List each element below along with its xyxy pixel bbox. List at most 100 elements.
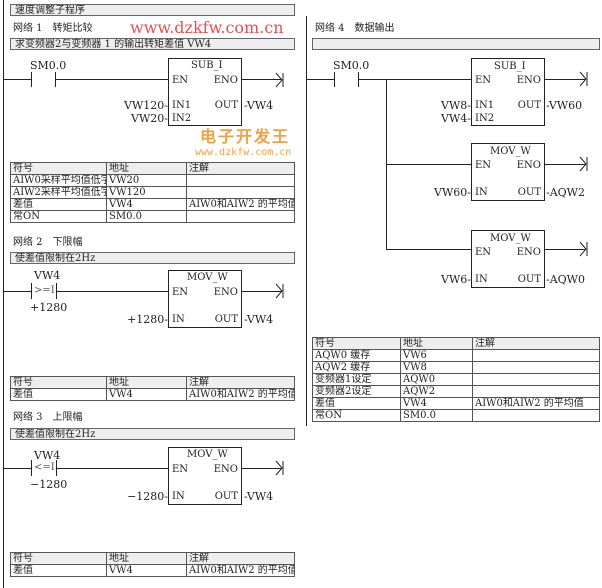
n3-compare-left [31, 460, 32, 476]
out-pin: OUT [214, 100, 238, 111]
col-symbol: 符号 [10, 162, 107, 175]
n2-compare-bottom: +1280 [30, 301, 68, 314]
en-pin: EN [172, 464, 189, 475]
network-3-title: 网络 3 上限幅 [13, 412, 83, 423]
eno-pin: ENO [213, 464, 238, 475]
in-pin: IN [172, 314, 185, 325]
eno-pin: ENO [213, 287, 238, 298]
network-2-comment: 使差值限制在2Hz [10, 252, 295, 264]
n1-coil-arrow-icon [275, 72, 284, 88]
n4-in-value-3: VW6- [441, 273, 471, 286]
n4-eno-line-3 [545, 249, 585, 250]
network-4-title: 网络 4 数据输出 [315, 23, 395, 34]
out-pin: OUT [214, 314, 238, 325]
n4-in1-value: VW8- [441, 99, 471, 112]
n4-sub-i-block[interactable]: SUB_I EN ENO IN1 OUT IN2 [471, 58, 545, 126]
right-power-rail [306, 16, 307, 426]
n4-out-value-2: -AQW2 [546, 186, 585, 199]
n1-out-value: -VW4 [244, 99, 274, 112]
n2-compare-left [31, 283, 32, 299]
n4-contact-left [334, 72, 335, 87]
col-symbol: 符号 [10, 552, 107, 565]
watermark-url-top: www.dzkfw.com.cn [130, 18, 284, 37]
n1-in2-value: VW20- [131, 112, 168, 125]
out-pin: OUT [517, 187, 541, 198]
in1-pin: IN1 [172, 100, 192, 111]
n2-in-value: +1280- [127, 313, 168, 326]
en-pin: EN [475, 247, 492, 258]
n3-out-value: -VW4 [244, 490, 274, 503]
col-comment: 注解 [186, 552, 295, 565]
n4-out-value-1: -VW60 [546, 99, 583, 112]
col-address: 地址 [106, 376, 187, 389]
eno-pin: ENO [516, 247, 541, 258]
n2-rung-line-2 [56, 291, 168, 292]
out-pin: OUT [517, 100, 541, 111]
n4-rung-line-2 [358, 79, 471, 80]
n2-compare-op: >=I [34, 285, 55, 296]
en-pin: EN [172, 75, 189, 86]
n3-compare-bottom: −1280 [30, 478, 68, 491]
n3-compare-op: <=I [34, 462, 55, 473]
n4-coil-arrow-icon-2 [579, 156, 588, 172]
out-pin: OUT [517, 274, 541, 285]
network-3-comment: 使差值限制在2Hz [10, 428, 295, 440]
col-comment: 注解 [186, 162, 295, 175]
n4-branch-2 [386, 164, 471, 165]
network-4-comment [312, 38, 600, 50]
block-name: MOV_W [187, 449, 228, 460]
in2-pin: IN2 [172, 113, 192, 124]
n4-in-value-2: VW60- [434, 186, 471, 199]
n4-mov-w-block-1[interactable]: MOV_W EN ENO IN OUT [471, 143, 545, 201]
block-name: SUB_I [191, 60, 223, 71]
block-name: SUB_I [494, 61, 526, 72]
watermark-logo: 电子开发王 [200, 127, 291, 146]
n1-sub-i-block[interactable]: SUB_I EN ENO IN1 OUT IN2 [168, 58, 242, 126]
network-1-comment: 求变频器2与变频器 1 的输出转矩差值 VW4 [10, 38, 295, 50]
col-comment: 注解 [186, 376, 295, 389]
col-address: 地址 [400, 337, 473, 350]
col-address: 地址 [106, 552, 187, 565]
en-pin: EN [475, 160, 492, 171]
program-title: 速度调整子程序 [10, 4, 295, 16]
n2-mov-w-block[interactable]: MOV_W EN ENO IN OUT [168, 270, 242, 328]
n4-mov-w-block-2[interactable]: MOV_W EN ENO IN OUT [471, 230, 545, 288]
out-pin: OUT [214, 491, 238, 502]
block-name: MOV_W [490, 233, 531, 244]
network-2-title: 网络 2 下限幅 [13, 237, 83, 248]
n4-eno-line-1 [545, 79, 585, 80]
n4-coil-arrow-icon-1 [579, 71, 588, 87]
n2-coil-arrow-icon [275, 283, 284, 299]
n4-in2-value: VW4- [441, 112, 471, 125]
n3-mov-w-block[interactable]: MOV_W EN ENO IN OUT [168, 447, 242, 505]
n1-contact-left [31, 72, 32, 87]
in-pin: IN [475, 187, 488, 198]
n2-compare-top: VW4 [34, 269, 61, 282]
n1-in1-value: VW120- [124, 99, 168, 112]
n4-rung-line [306, 79, 334, 80]
col-symbol: 符号 [10, 376, 107, 389]
col-comment: 注解 [472, 337, 600, 350]
col-address: 地址 [106, 162, 187, 175]
network-1-title: 网络 1 转矩比较 [13, 23, 93, 34]
in1-pin: IN1 [475, 100, 495, 111]
n2-rung-line [3, 291, 31, 292]
n3-in-value: −1280- [127, 490, 168, 503]
n3-compare-top: VW4 [34, 449, 61, 462]
n1-eno-line [242, 79, 282, 80]
in-pin: IN [172, 491, 185, 502]
